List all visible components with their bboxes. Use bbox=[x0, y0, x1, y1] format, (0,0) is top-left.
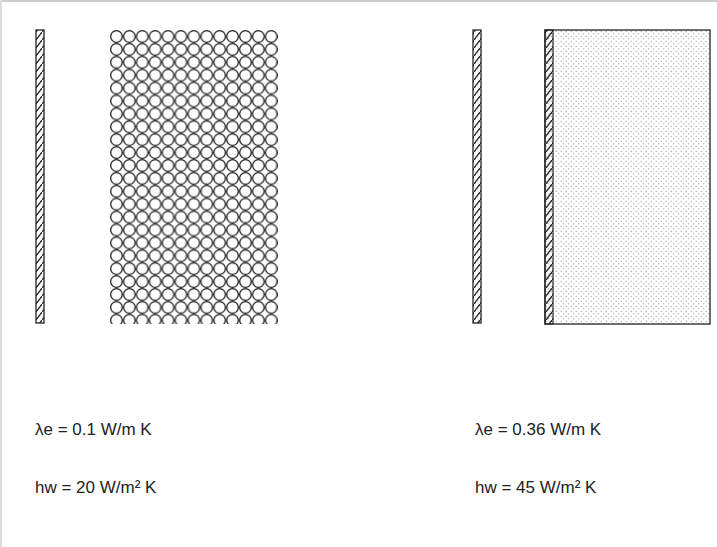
property-label: λe = 0.1 W/m K bbox=[33, 420, 154, 440]
property-label: hw = 45 W/m² K bbox=[473, 478, 598, 498]
coarse-packed-bed bbox=[110, 30, 278, 324]
wall bbox=[36, 30, 44, 323]
frame-edge bbox=[0, 0, 2, 547]
wall bbox=[473, 30, 481, 323]
frame-edge bbox=[0, 0, 717, 2]
property-label: λe = 0.36 W/m K bbox=[473, 420, 603, 440]
fine-packed-bed bbox=[545, 30, 710, 324]
bed-wall bbox=[545, 30, 553, 324]
property-label: hw = 20 W/m² K bbox=[33, 478, 158, 498]
